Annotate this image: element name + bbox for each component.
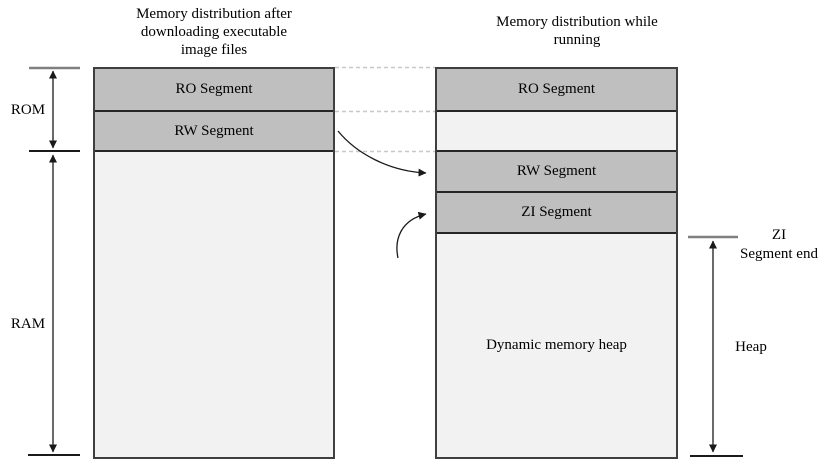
zi-creation-arrow bbox=[396, 211, 427, 259]
right-title-line: running bbox=[553, 32, 601, 48]
left-ro-segment-label: RO Segment bbox=[175, 81, 253, 97]
zi-segment-end-label: ZI Segment end bbox=[732, 226, 826, 264]
left-ro-segment: RO Segment bbox=[95, 69, 333, 112]
left-memory-column: RO Segment RW Segment bbox=[93, 67, 335, 459]
right-memory-column: RO Segment RW Segment ZI Segment Dynamic… bbox=[435, 67, 678, 459]
right-ro-segment: RO Segment bbox=[437, 69, 676, 112]
left-column-title: Memory distribution after downloading ex… bbox=[89, 5, 339, 59]
heap-label: Heap bbox=[735, 339, 767, 355]
rom-label: ROM bbox=[10, 102, 46, 118]
zi-segment-end-line: Segment end bbox=[740, 246, 818, 262]
right-rw-segment-label: RW Segment bbox=[516, 163, 597, 179]
zi-segment-end-line: ZI bbox=[771, 227, 787, 243]
left-rw-segment: RW Segment bbox=[95, 112, 333, 152]
left-rw-segment-label: RW Segment bbox=[174, 122, 254, 139]
left-title-line: downloading executable bbox=[140, 24, 288, 40]
right-empty-gap-region bbox=[437, 112, 676, 152]
ram-label: RAM bbox=[10, 316, 46, 332]
left-title-line: Memory distribution after bbox=[136, 6, 292, 22]
right-zi-segment-label: ZI Segment bbox=[521, 204, 592, 220]
left-empty-ram-region bbox=[95, 152, 333, 457]
right-zi-segment: ZI Segment bbox=[437, 193, 676, 234]
dynamic-memory-heap-label: Dynamic memory heap bbox=[486, 337, 627, 353]
right-ro-segment-label: RO Segment bbox=[517, 81, 596, 97]
left-title-line: image files bbox=[180, 42, 248, 58]
rw-relocation-arrow bbox=[337, 130, 427, 177]
right-column-title: Memory distribution while running bbox=[452, 13, 702, 49]
right-rw-segment: RW Segment bbox=[437, 152, 676, 193]
dynamic-memory-heap-region: Dynamic memory heap bbox=[437, 234, 676, 457]
right-title-line: Memory distribution while bbox=[496, 14, 658, 30]
